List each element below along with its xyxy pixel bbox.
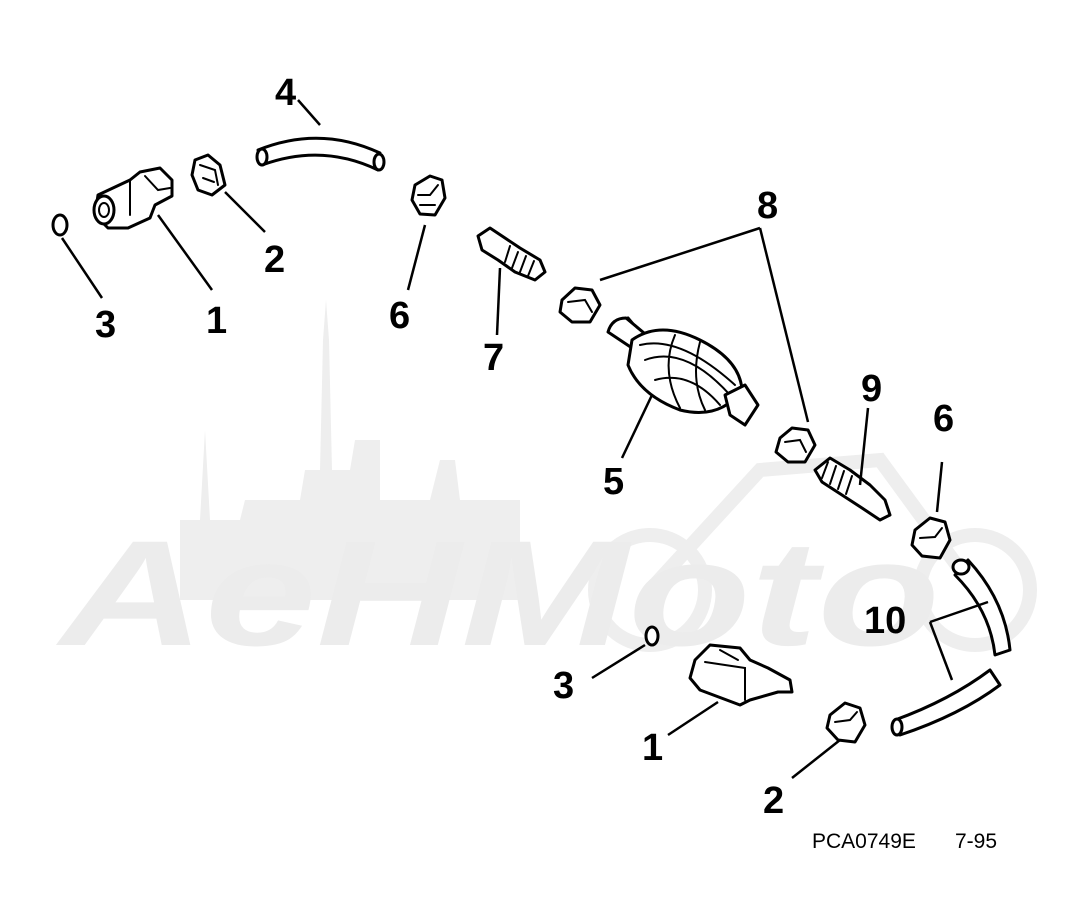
callout-3-upper: 3	[95, 304, 116, 346]
clamp-lower-3	[825, 701, 867, 744]
clamp-upper	[190, 153, 227, 197]
clamp-lower-1	[774, 426, 817, 464]
callout-2-upper: 2	[264, 239, 285, 281]
leader-lines	[60, 99, 989, 779]
fitting-upper	[476, 226, 547, 282]
figure-code: PCA0749E	[812, 830, 916, 853]
callout-1-lower: 1	[642, 727, 663, 769]
callout-4: 4	[275, 72, 296, 114]
callout-5: 5	[603, 461, 624, 503]
callout-7: 7	[483, 337, 504, 379]
clamp-lower-2	[910, 516, 952, 560]
clamp-upper-2	[410, 174, 447, 217]
callout-labels: 1 2 3 4 6 7 8 5 9 6 10 3 1 2	[95, 72, 954, 822]
callout-6-lower: 6	[933, 398, 954, 440]
figure-date: 7-95	[955, 830, 997, 853]
callout-6-upper: 6	[389, 295, 410, 337]
callout-1-upper: 1	[206, 300, 227, 342]
fitting-lower	[813, 456, 892, 522]
callout-3-lower: 3	[553, 665, 574, 707]
primer-bulb	[606, 316, 760, 427]
connector-lower	[688, 643, 794, 707]
watermark-text: AeHMoto	[55, 509, 940, 677]
o-ring-upper	[51, 213, 69, 237]
connector-upper	[92, 166, 174, 230]
callout-10: 10	[864, 600, 906, 642]
hose-lower	[890, 558, 1012, 737]
callout-2-lower: 2	[763, 780, 784, 822]
watermark-skyline	[180, 300, 520, 600]
callout-9: 9	[861, 368, 882, 410]
clamp-middle	[558, 286, 602, 324]
callout-8: 8	[757, 185, 778, 227]
hose-upper	[255, 136, 386, 172]
watermark: AeHMoto	[55, 300, 1037, 677]
o-ring-lower	[644, 625, 660, 647]
